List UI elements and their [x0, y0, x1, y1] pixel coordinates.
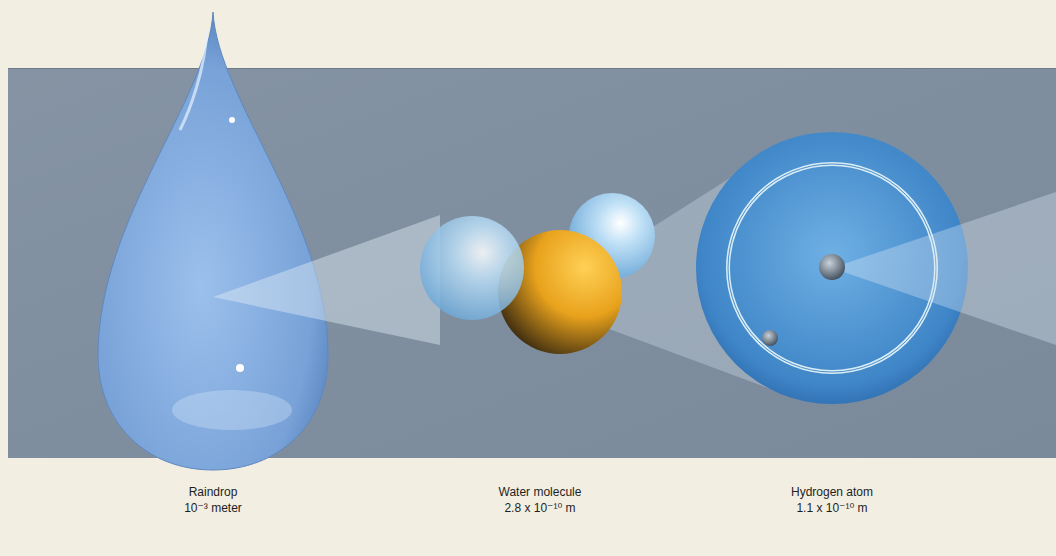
band-edge: [8, 68, 1056, 69]
zoom-cone: [832, 192, 1056, 345]
raindrop-sparkle: [236, 364, 244, 372]
scale-size: 1.1 x 10⁻¹⁰ m: [722, 501, 942, 516]
raindrop-highlight: [172, 390, 292, 430]
raindrop-sparkle: [229, 117, 235, 123]
zoom-cone: [213, 215, 440, 345]
scale-size: 2.8 x 10⁻¹⁰ m: [430, 501, 650, 516]
raindrop-shape: [98, 12, 328, 470]
raindrop-highlight: [180, 30, 207, 130]
scale-name: Raindrop: [103, 485, 323, 500]
hydrogen-sphere: [420, 216, 524, 320]
scale-name: Hydrogen atom: [722, 485, 942, 500]
electron: [762, 330, 778, 346]
nucleus: [819, 254, 845, 280]
scale-size: 10⁻³ meter: [103, 501, 323, 516]
scale-name: Water molecule: [430, 485, 650, 500]
